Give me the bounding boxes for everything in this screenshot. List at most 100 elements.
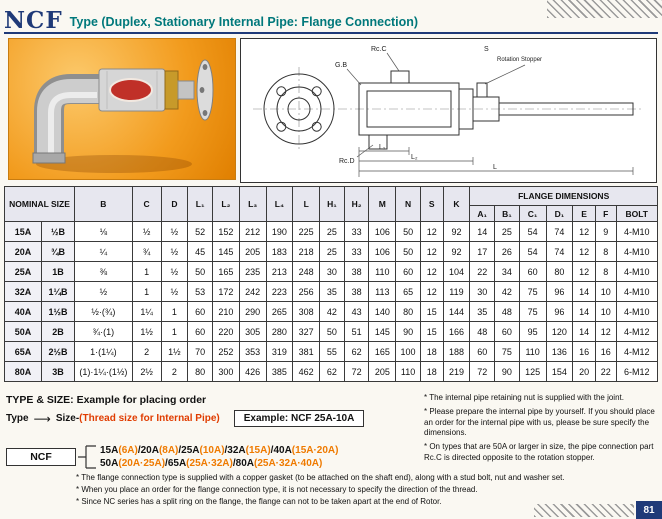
- spec-value-cell: 9: [594, 221, 617, 242]
- spec-value-cell: 4-M12: [615, 341, 659, 362]
- header-flange-dimensions: FLANGE DIMENSIONS: [469, 186, 658, 206]
- spec-value-cell: 80: [187, 361, 213, 382]
- header-s: S: [419, 186, 444, 222]
- spec-value-cell: 50: [319, 321, 345, 342]
- header-h1: H₁: [319, 186, 345, 222]
- spec-value-cell: 4-M10: [615, 221, 659, 242]
- header-nominal-size: NOMINAL SIZE: [3, 186, 76, 222]
- spec-value-cell: 14: [572, 321, 596, 342]
- spec-value-cell: ⅛: [74, 221, 133, 242]
- spec-value-cell: 75: [518, 281, 547, 302]
- header-e: E: [572, 205, 596, 222]
- size-thread-note: (Thread size for Internal Pipe): [79, 413, 220, 424]
- nominal-size-cell: 2B: [41, 321, 76, 342]
- spec-value-cell: 12: [572, 221, 596, 242]
- size-option: /25A: [178, 445, 200, 456]
- spec-value-cell: 12: [419, 221, 444, 242]
- spec-value-cell: 205: [368, 361, 397, 382]
- spec-value-cell: 12: [419, 261, 444, 282]
- size-option: /32A: [224, 445, 246, 456]
- spec-value-cell: ½: [160, 221, 189, 242]
- size-option: 50A: [100, 458, 119, 469]
- nominal-size-cell: 1¼B: [41, 281, 76, 302]
- spec-value-cell: 12: [572, 241, 596, 262]
- notes-bottom: * The flange connection type is supplied…: [76, 473, 642, 508]
- spec-value-cell: 90: [395, 321, 421, 342]
- header-h2: H₂: [343, 186, 370, 222]
- spec-value-cell: 35: [469, 301, 496, 322]
- header-f: F: [594, 205, 617, 222]
- note-item: * The internal pipe retaining nut is sup…: [424, 393, 624, 402]
- spec-value-cell: 225: [292, 221, 321, 242]
- spec-value-cell: 95: [518, 321, 547, 342]
- note-item: * When you place an order for the flange…: [76, 484, 478, 494]
- spec-value-cell: 52: [187, 221, 213, 242]
- size-option: /20A: [137, 445, 159, 456]
- spec-value-cell: 72: [469, 361, 496, 382]
- spec-value-cell: ½: [131, 221, 162, 242]
- spec-value-cell: 48: [469, 321, 496, 342]
- spec-value-cell: 60: [395, 261, 421, 282]
- table-header-row-1: NOMINAL SIZE B C D L₁ L₂ L₃ L₄ L H₁ H₂ M…: [3, 186, 658, 222]
- spec-value-cell: 75: [518, 301, 547, 322]
- spec-value-cell: 152: [211, 221, 240, 242]
- spec-value-cell: 100: [395, 341, 421, 362]
- label-gb: G.B: [335, 62, 347, 69]
- page-number: 81: [636, 501, 662, 519]
- spec-value-cell: ¼: [74, 241, 133, 262]
- spec-value-cell: 18: [419, 341, 444, 362]
- nominal-size-cell: 65A: [3, 341, 43, 362]
- spec-value-cell: 20: [572, 361, 596, 382]
- size-option: (25A·32A·40A): [253, 458, 323, 469]
- spec-value-cell: 6-M12: [615, 361, 659, 382]
- spec-value-cell: 60: [187, 321, 213, 342]
- nominal-size-cell: 32A: [3, 281, 43, 302]
- spec-value-cell: 22: [469, 261, 496, 282]
- spec-value-cell: 74: [545, 241, 574, 262]
- header-k: K: [442, 186, 471, 222]
- label-rcd: Rc.D: [339, 158, 355, 165]
- spec-value-cell: 327: [292, 321, 321, 342]
- table-header-row-2: A₁ B₁ C₁ D₁ E F BOLT: [5, 205, 659, 222]
- spec-value-cell: 2½: [131, 361, 162, 382]
- nominal-size-cell: 1½B: [41, 301, 76, 322]
- nominal-size-cell: 20A: [3, 241, 43, 262]
- nominal-size-cell: 1B: [41, 261, 76, 282]
- spec-value-cell: 70: [187, 341, 213, 362]
- spec-value-cell: 385: [265, 361, 294, 382]
- spec-value-cell: 183: [265, 241, 294, 262]
- spec-value-cell: 166: [442, 321, 471, 342]
- spec-value-cell: 50: [395, 221, 421, 242]
- size-label: Size-: [55, 413, 80, 424]
- size-option: (6A): [118, 445, 138, 456]
- spec-value-cell: 110: [368, 261, 397, 282]
- spec-value-cell: 235: [238, 261, 267, 282]
- spec-value-cell: 4-M10: [615, 281, 659, 302]
- label-dim-l: L: [493, 164, 497, 171]
- spec-value-cell: 308: [292, 301, 321, 322]
- header-d: D: [160, 186, 189, 222]
- spec-value-cell: 12: [419, 241, 444, 262]
- spec-value-cell: 16: [594, 341, 617, 362]
- size-option: (25A·32A): [186, 458, 233, 469]
- spec-value-cell: 2: [160, 361, 189, 382]
- spec-value-cell: 219: [442, 361, 471, 382]
- ordering-heading: TYPE & SIZE: Example for placing order: [6, 394, 207, 406]
- spec-value-cell: 90: [494, 361, 520, 382]
- spec-value-cell: 92: [442, 241, 471, 262]
- spec-value-cell: 188: [442, 341, 471, 362]
- spec-value-cell: 110: [518, 341, 547, 362]
- spec-value-cell: 34: [494, 261, 520, 282]
- size-option: /65A: [165, 458, 187, 469]
- nominal-size-cell: 50A: [3, 321, 43, 342]
- spec-value-cell: 4-M10: [615, 241, 659, 262]
- spec-value-cell: 106: [368, 241, 397, 262]
- series-box: NCF: [6, 448, 76, 466]
- series-code: NCF: [4, 7, 63, 34]
- spec-value-cell: 60: [187, 301, 213, 322]
- spec-value-cell: 15: [419, 301, 444, 322]
- spec-value-cell: 220: [211, 321, 240, 342]
